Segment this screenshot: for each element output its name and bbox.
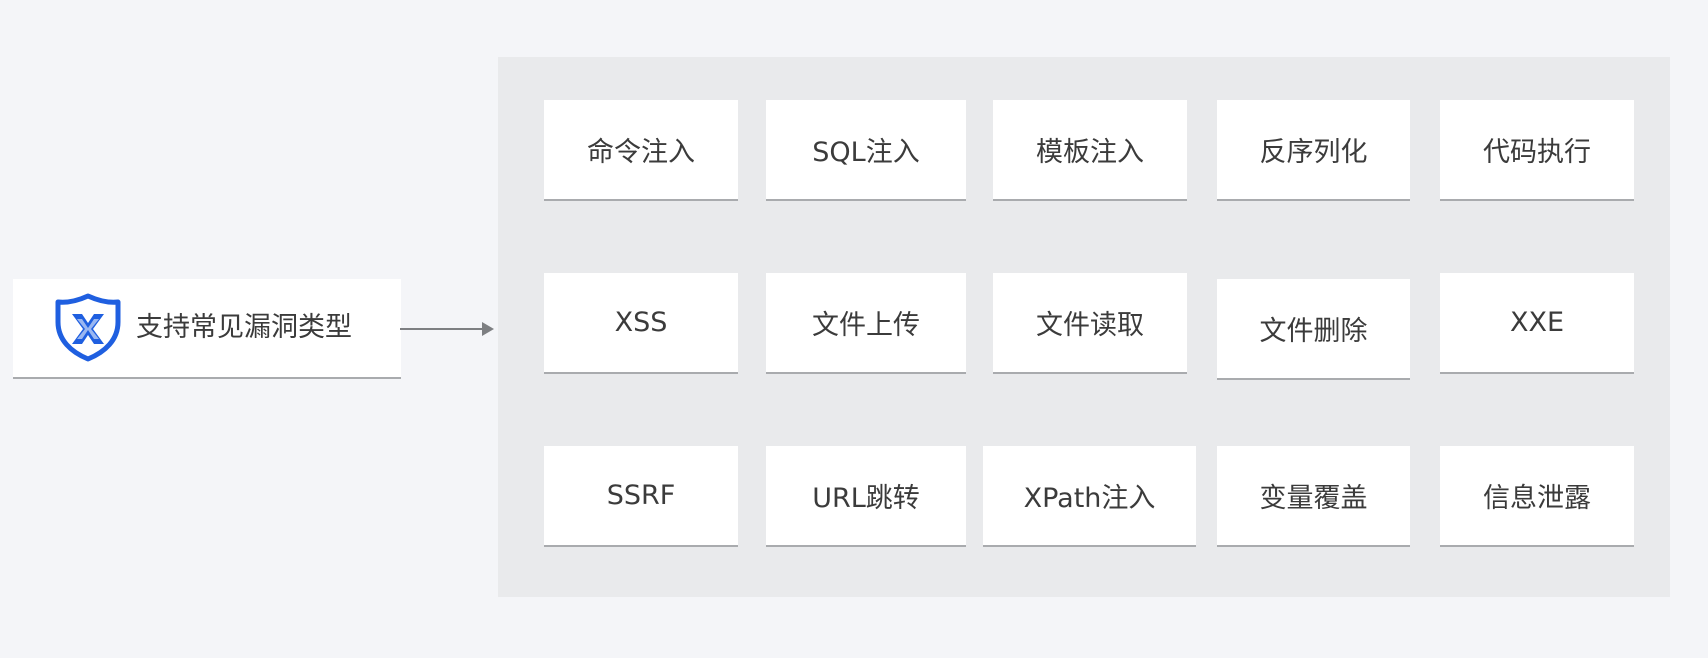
vulnerability-card: 模板注入 <box>993 100 1187 201</box>
vulnerability-card: 命令注入 <box>544 100 738 201</box>
vulnerability-card: URL跳转 <box>766 446 966 547</box>
vulnerability-card: 反序列化 <box>1217 100 1410 201</box>
vulnerability-card: 变量覆盖 <box>1217 446 1410 547</box>
vulnerability-card: 文件删除 <box>1217 279 1410 380</box>
vulnerability-card: 文件读取 <box>993 273 1187 374</box>
connector-arrow <box>400 322 494 336</box>
source-label: 支持常见漏洞类型 <box>136 312 352 343</box>
shield-x-logo-icon <box>55 293 121 362</box>
vulnerability-card: 文件上传 <box>766 273 966 374</box>
vulnerability-types-panel: 命令注入 SQL注入 模板注入 反序列化 代码执行 XSS 文件上传 文件读取 … <box>498 57 1670 597</box>
vulnerability-card: XXE <box>1440 273 1634 374</box>
vulnerability-card: XSS <box>544 273 738 374</box>
vulnerability-card: XPath注入 <box>983 446 1196 547</box>
vulnerability-card: 信息泄露 <box>1440 446 1634 547</box>
vulnerability-card: 代码执行 <box>1440 100 1634 201</box>
source-node: 支持常见漏洞类型 <box>13 279 401 379</box>
vulnerability-card: SSRF <box>544 446 738 547</box>
vulnerability-card: SQL注入 <box>766 100 966 201</box>
